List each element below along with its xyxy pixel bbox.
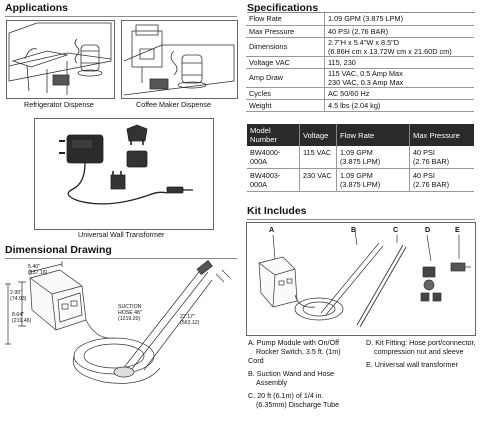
max-pressure-cell-line: 40 PSI: [413, 171, 435, 180]
spec-value: AC 50/60 Hz: [324, 87, 474, 100]
flow-rate-cell-line: (3.875 LPM): [340, 157, 381, 166]
model-table-header: Model Number Voltage Flow Rate Max Press…: [247, 124, 474, 146]
max-pressure-cell-line: 40 PSI: [413, 148, 435, 157]
universal-wall-transformer-image: [34, 118, 214, 230]
spec-value-line: 115 VAC, 0.5 Amp Max: [328, 68, 403, 78]
caption-refrigerator: Refrigerator Dispense: [24, 100, 94, 109]
kit-item-c: C. 20 ft (6.1m) of 1/4 in. (6.35mm) Disc…: [248, 391, 340, 409]
spec-label: Cycles: [246, 87, 325, 100]
dimensional-drawing-title: Dimensional Drawing: [5, 244, 112, 256]
max-pressure-cell-line: (2.76 BAR): [413, 180, 450, 189]
model-table: Model Number Voltage Flow Rate Max Press…: [247, 124, 474, 192]
spec-label: Voltage VAC: [246, 56, 325, 69]
flow-rate-cell-line: (3.875 LPM): [340, 180, 381, 189]
dim-height-label: 2.95"(74.93): [10, 290, 27, 302]
spec-label: Dimensions: [246, 37, 325, 57]
dim-length-label: 5.40"(137.16): [28, 264, 48, 276]
spec-value-line: 4.5 lbs (2.04 kg): [328, 100, 381, 110]
flow-rate-cell: 1.09 GPM(3.875 LPM): [336, 146, 410, 169]
spec-value: 2.7"H x 5.4"W x 8.5"D(6.86H cm x 13.72W …: [324, 37, 474, 57]
kit-label-d: D: [425, 225, 431, 234]
kit-list-left: A. Pump Module with On/Off Rocker Switch…: [248, 338, 358, 409]
applications-title: Applications: [5, 2, 69, 14]
spec-label: Flow Rate: [246, 13, 325, 26]
kit-item-b: B. Suction Wand and Hose Assembly: [248, 369, 335, 387]
max-pressure-cell: 40 PSI(2.76 BAR): [409, 146, 474, 169]
spec-value-line: 40 PSI (2.76 BAR): [328, 26, 389, 36]
kit-item-d: D. Kit Fitting: Hose port/connector, com…: [366, 338, 476, 356]
flow-rate-cell-line: 1.09 GPM: [340, 171, 373, 180]
kit-item-a: A. Pump Module with On/Off Rocker Switch…: [248, 338, 341, 365]
kit-label-a: A: [269, 225, 275, 234]
header-model-number: Model Number: [247, 124, 300, 146]
spec-label: Max Pressure: [246, 25, 325, 38]
spec-value-line: 1.09 GPM (3.875 LPM): [328, 14, 404, 24]
spec-value-line: AC 50/60 Hz: [328, 88, 370, 98]
kit-label-b: B: [351, 225, 357, 234]
voltage-cell: 230 VAC: [299, 168, 337, 192]
kit-includes-image: A B C D E: [246, 222, 476, 336]
model-number-cell: BW4003-000A: [247, 168, 300, 192]
coffee-maker-dispense-image: [121, 20, 238, 99]
caption-transformer: Universal Wall Transformer: [78, 230, 165, 239]
spec-value-line: 2.7"H x 5.4"W x 8.5"D: [328, 37, 400, 47]
kit-includes-title: Kit Includes: [247, 205, 307, 217]
spec-value: 4.5 lbs (2.04 kg): [324, 99, 474, 112]
flow-rate-cell-line: 1.09 GPM: [340, 148, 373, 157]
spec-value-line: 230 VAC, 0.3 Amp Max: [328, 77, 404, 87]
spec-label: Amp Draw: [246, 68, 325, 88]
dim-depth-label: 8.64"(219.46): [12, 312, 32, 324]
voltage-cell: 115 VAC: [299, 146, 337, 169]
wand-length-label: 22.17"(563.12): [180, 314, 200, 326]
flow-rate-cell: 1.09 GPM(3.875 LPM): [336, 168, 410, 192]
caption-coffee-maker: Coffee Maker Dispense: [136, 100, 211, 109]
kit-label-e: E: [455, 225, 460, 234]
spec-value: 40 PSI (2.76 BAR): [324, 25, 474, 38]
header-voltage: Voltage: [299, 124, 337, 146]
max-pressure-cell-line: (2.76 BAR): [413, 157, 450, 166]
dimensional-drawing: 5.40"(137.16) 2.95"(74.93) 8.64"(219.46)…: [4, 260, 240, 416]
header-flow-rate: Flow Rate: [336, 124, 410, 146]
model-number-cell: BW4000-000A: [247, 146, 300, 169]
spec-value-line: 115, 230: [328, 57, 356, 67]
specifications-title: Specifications: [247, 2, 319, 14]
spec-value: 115, 230: [324, 56, 474, 69]
spec-value: 1.09 GPM (3.875 LPM): [324, 13, 474, 26]
kit-list-right: D. Kit Fitting: Hose port/connector, com…: [366, 338, 478, 369]
refrigerator-dispense-image: [6, 20, 115, 99]
max-pressure-cell: 40 PSI(2.76 BAR): [409, 168, 474, 192]
header-max-pressure: Max Pressure: [409, 124, 474, 146]
kit-label-c: C: [393, 225, 399, 234]
kit-item-e: E. Universal wall transformer: [366, 360, 458, 369]
spec-label: Weight: [246, 99, 325, 112]
spec-value-line: (6.86H cm x 13.72W cm x 21.60D cm): [328, 46, 452, 56]
